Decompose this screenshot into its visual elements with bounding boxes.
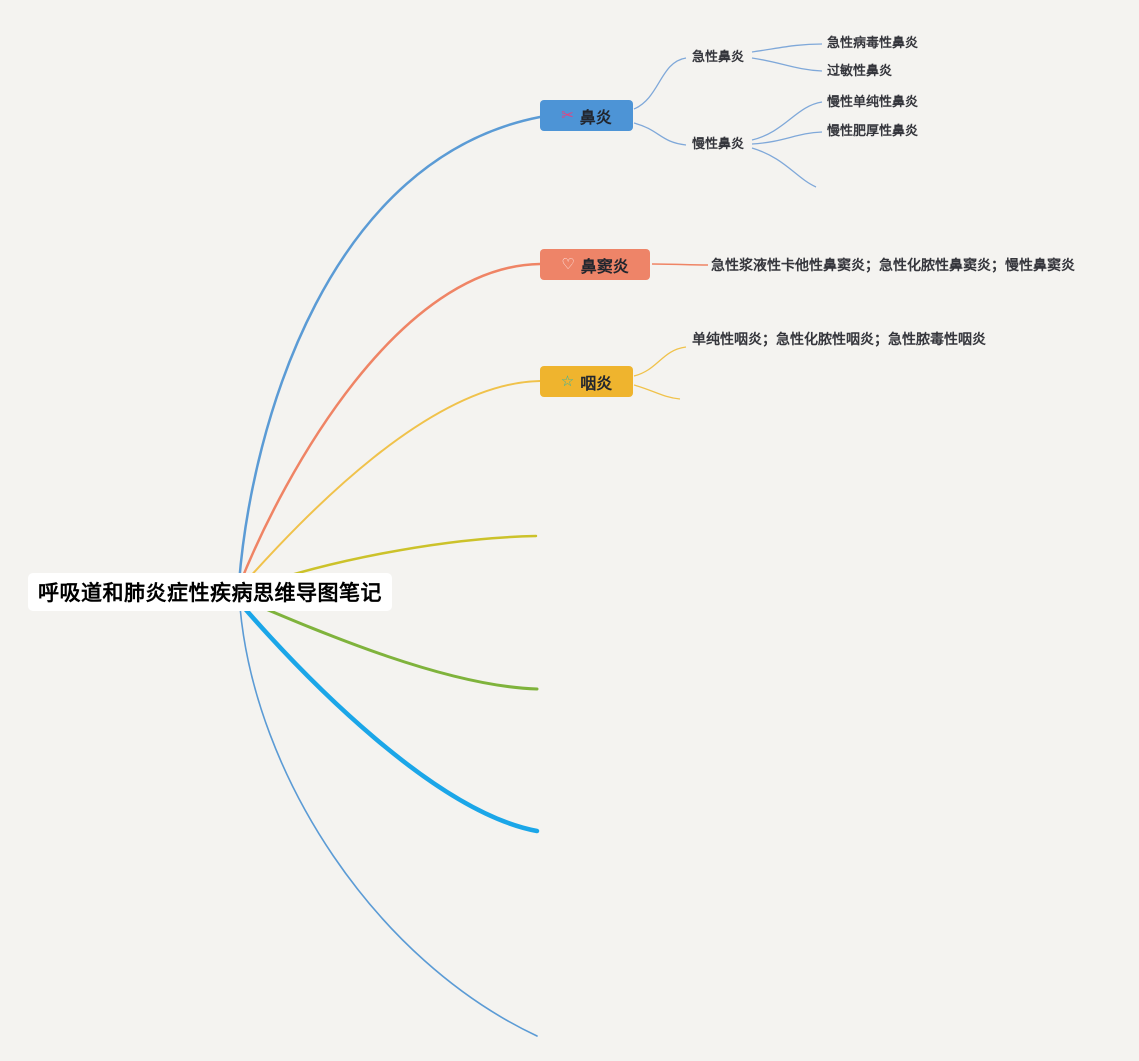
branch-line-rhinitis bbox=[237, 115, 542, 585]
leaf-acute-viral-rhinitis[interactable]: 急性病毒性鼻炎 bbox=[827, 35, 919, 50]
leaf-chronic-hypertrophic-rhinitis[interactable]: 慢性肥厚性鼻炎 bbox=[827, 123, 919, 138]
scissors-icon: ✂ bbox=[561, 107, 574, 124]
branch-line-cyan bbox=[237, 600, 540, 834]
link-acute-viral bbox=[751, 43, 823, 53]
branch-line-blue-bottom bbox=[239, 606, 538, 1037]
branch-line-green bbox=[238, 596, 539, 691]
link-chronic-simple bbox=[751, 101, 823, 141]
topic-rhinitis[interactable]: ✂ 鼻炎 bbox=[540, 100, 633, 131]
branch-line-sinusitis bbox=[237, 262, 542, 588]
link-sinusitis-detail bbox=[651, 263, 709, 266]
subtopic-chronic-rhinitis[interactable]: 慢性鼻炎 bbox=[692, 136, 745, 151]
heart-icon: ♡ bbox=[561, 256, 575, 273]
link-rhinitis-chronic bbox=[633, 122, 687, 146]
leaf-allergic-rhinitis[interactable]: 过敏性鼻炎 bbox=[827, 63, 893, 78]
star-icon: ☆ bbox=[560, 373, 575, 390]
subtopic-acute-rhinitis[interactable]: 急性鼻炎 bbox=[692, 49, 745, 64]
link-pharyngitis-detail bbox=[633, 346, 687, 377]
link-rhinitis-acute bbox=[633, 57, 687, 110]
branch-line-pharyngitis bbox=[238, 380, 541, 590]
topic-sinusitis-label: 鼻窦炎 bbox=[580, 258, 629, 276]
topic-rhinitis-label: 鼻炎 bbox=[579, 109, 612, 127]
subtopic-sinusitis-detail[interactable]: 急性浆液性卡他性鼻窦炎；急性化脓性鼻窦炎；慢性鼻窦炎 bbox=[711, 257, 1075, 273]
topic-sinusitis[interactable]: ♡ 鼻窦炎 bbox=[540, 249, 650, 280]
link-acute-allergic bbox=[751, 57, 823, 72]
link-chronic-extra bbox=[751, 147, 817, 188]
topic-pharyngitis[interactable]: ☆ 咽炎 bbox=[540, 366, 633, 397]
link-chronic-hypertrophic bbox=[751, 131, 823, 145]
root-topic[interactable]: 呼吸道和肺炎症性疾病思维导图笔记 bbox=[28, 573, 392, 611]
link-pharyngitis-extra bbox=[633, 384, 681, 400]
leaf-chronic-simple-rhinitis[interactable]: 慢性单纯性鼻炎 bbox=[827, 94, 919, 109]
topic-pharyngitis-label: 咽炎 bbox=[580, 375, 613, 393]
subtopic-pharyngitis-detail[interactable]: 单纯性咽炎；急性化脓性咽炎；急性脓毒性咽炎 bbox=[692, 331, 986, 347]
